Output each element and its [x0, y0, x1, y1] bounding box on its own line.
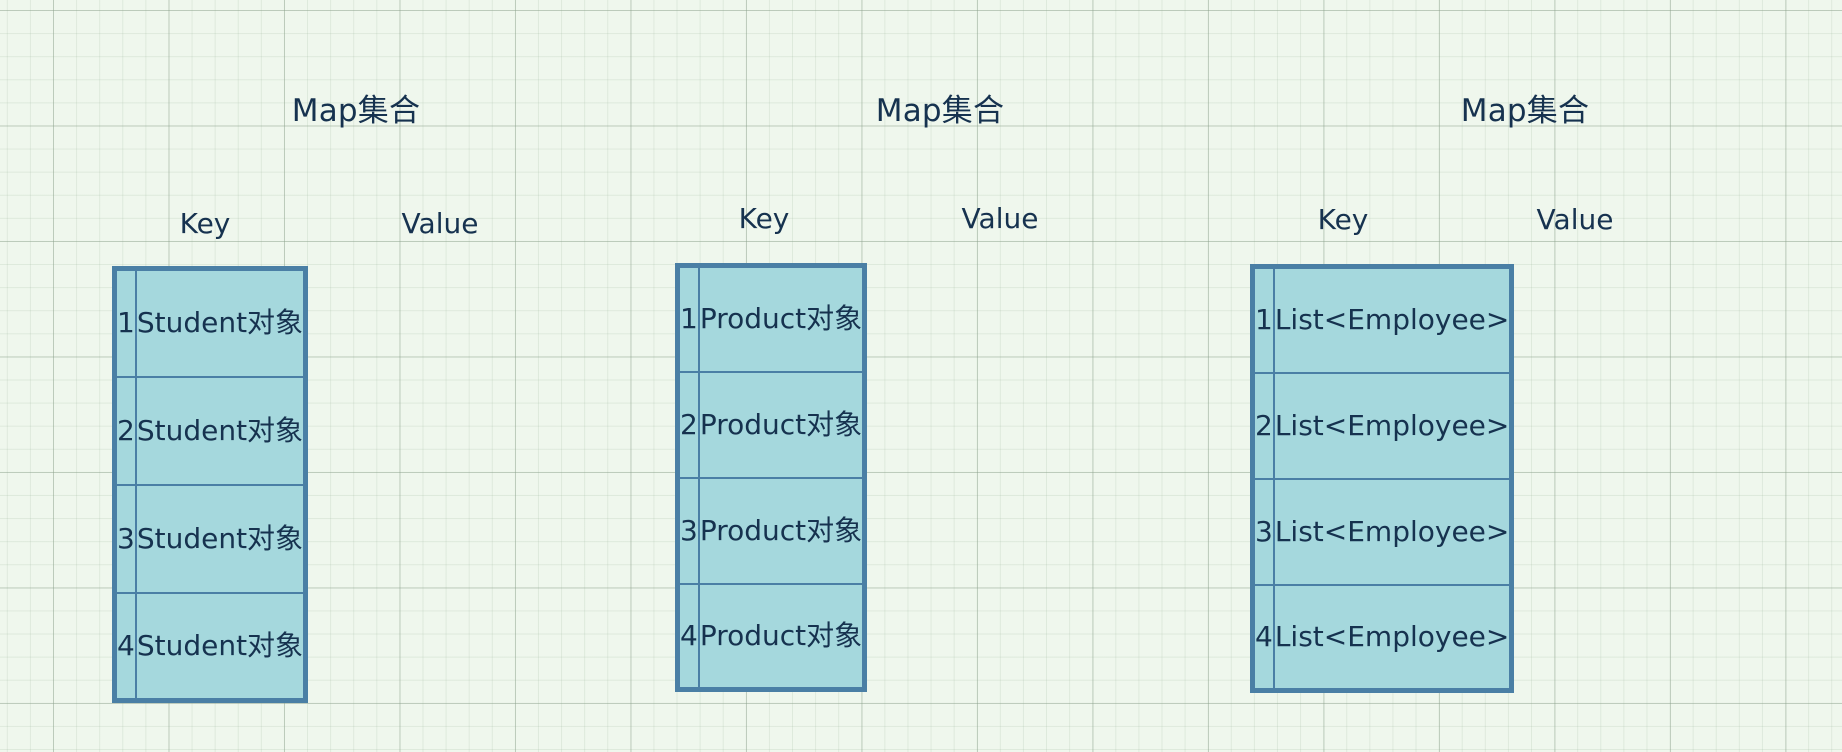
map-entry-key: 4 [676, 582, 700, 691]
column-header-value: Value [401, 207, 479, 240]
map-entry-value: Student对象 [134, 591, 307, 702]
map-entry-value: Product对象 [697, 476, 866, 585]
map-entry-key: 3 [113, 483, 137, 594]
column-header-value: Value [961, 202, 1039, 235]
column-header-key: Key [738, 202, 790, 235]
map-entry-value: List<Employee> [1272, 265, 1513, 374]
map-title: Map集合 [875, 93, 1005, 129]
map-entry-value: Student对象 [134, 267, 307, 378]
map-entry-value: List<Employee> [1272, 371, 1513, 480]
map-entry-key: 3 [676, 476, 700, 585]
map-entry-key: 2 [1251, 371, 1275, 480]
map-entry-key: 1 [1251, 265, 1275, 374]
map-entry-value: Product对象 [697, 264, 866, 373]
map-entry-value: Product对象 [697, 582, 866, 691]
map-entry-value: List<Employee> [1272, 477, 1513, 586]
map-title: Map集合 [1460, 93, 1590, 129]
map-entry-key: 3 [1251, 477, 1275, 586]
map-entry-key: 1 [676, 264, 700, 373]
column-header-key: Key [179, 207, 231, 240]
map-entry-key: 4 [113, 591, 137, 702]
map-entry-value: Student对象 [134, 375, 307, 486]
column-header-key: Key [1317, 203, 1369, 236]
map-entry-value: List<Employee> [1272, 583, 1513, 692]
map-entry-key: 2 [113, 375, 137, 486]
column-header-value: Value [1536, 203, 1614, 236]
map-title: Map集合 [291, 93, 421, 129]
map-entry-key: 1 [113, 267, 137, 378]
map-entry-value: Student对象 [134, 483, 307, 594]
map-entry-value: Product对象 [697, 370, 866, 479]
map-entry-key: 4 [1251, 583, 1275, 692]
map-entry-key: 2 [676, 370, 700, 479]
